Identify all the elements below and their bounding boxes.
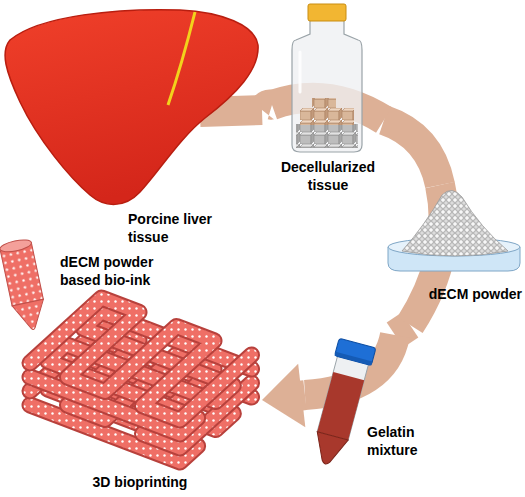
- powder-pile: [402, 190, 508, 256]
- strand-outline: [30, 326, 252, 448]
- liver-ligament: [168, 12, 195, 105]
- tube-liquid: [317, 372, 364, 440]
- bottle-cap: [308, 4, 346, 21]
- tube-tip: [310, 432, 348, 468]
- step-node: Gelatin mixture: [305, 335, 455, 475]
- dish-rim: [388, 238, 520, 256]
- nozzle-tip: [12, 299, 49, 333]
- bottle-illustration: [292, 4, 362, 152]
- flow-arrow: [395, 325, 410, 335]
- step-node: Decellularized tissue: [272, 0, 384, 200]
- flow-arrow: [262, 364, 305, 428]
- tissue-cubes: [300, 98, 354, 125]
- nozzle-top: [0, 238, 32, 254]
- flow-band: [200, 98, 444, 395]
- flow-arrow: [262, 105, 272, 110]
- nozzle-body: [0, 243, 43, 306]
- arrow-head: [262, 364, 305, 428]
- tube-glass: [317, 354, 369, 440]
- strand-outline: [30, 312, 252, 434]
- liver-illustration: [5, 10, 258, 205]
- step-label: Decellularized tissue: [272, 158, 384, 194]
- flow-band-piece: [410, 185, 444, 325]
- bioprint-illustration: [0, 238, 252, 462]
- tube-illustration: [307, 338, 376, 469]
- flow-arrow: [384, 120, 440, 185]
- strand-outline: [30, 298, 252, 420]
- nozzle: [0, 238, 49, 333]
- strand: [30, 326, 252, 448]
- strand: [30, 312, 252, 434]
- tube-cap-ridge: [335, 352, 373, 366]
- step-label: Porcine liver tissue: [128, 210, 236, 246]
- flow-band-piece: [305, 335, 395, 395]
- liver-shape: [5, 10, 258, 205]
- powder-illustration: [388, 190, 520, 271]
- flow-band: [262, 105, 272, 110]
- step-label: dECM powder: [422, 285, 522, 303]
- step-label: Gelatin mixture: [367, 423, 449, 459]
- step-node: dECM powder based bio-ink 3D bioprinting: [0, 235, 262, 497]
- flow-band: [384, 120, 440, 185]
- flow-band-piece: [272, 98, 384, 120]
- flow-band: [395, 325, 410, 335]
- strand: [30, 298, 252, 420]
- dish: [388, 247, 520, 271]
- tube-cap: [335, 338, 376, 365]
- bottle-glass: [292, 20, 362, 152]
- step-label: 3D bioprinting: [70, 473, 210, 491]
- tissue-cubes: [296, 124, 358, 148]
- step-node: dECM powder: [380, 185, 525, 325]
- strand: [30, 340, 252, 462]
- glass-highlight: [299, 52, 302, 92]
- strand-outline: [30, 340, 252, 462]
- step-label: dECM powder based bio-ink: [60, 253, 168, 289]
- flow-band-piece: [200, 110, 262, 112]
- step-node: Porcine liver tissue: [0, 0, 262, 250]
- printed-lattice: [30, 298, 252, 462]
